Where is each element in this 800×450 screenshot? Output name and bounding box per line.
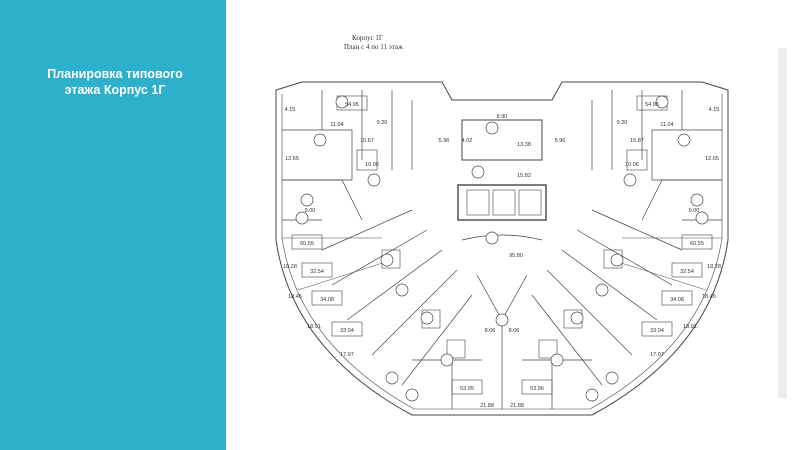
area-label-a-11-04-r: 11.04 bbox=[660, 122, 673, 128]
scrollbar[interactable] bbox=[778, 48, 787, 398]
area-label-a-34-08-r: 34.08 bbox=[670, 297, 684, 303]
area-label-a-11-04-l: 11.04 bbox=[330, 122, 343, 128]
elevator-core bbox=[457, 184, 547, 221]
area-label-a-5-96-l: 5.96 bbox=[439, 138, 450, 144]
area-label-a-33-04-l: 33.04 bbox=[340, 328, 354, 334]
area-label-a-53-96-r: 53.96 bbox=[530, 386, 544, 392]
area-label-a-12-65-l: 12.65 bbox=[285, 156, 299, 162]
area-label-a-60-55-l: 60.55 bbox=[300, 241, 314, 247]
area-label-a-8-06-r: 8.06 bbox=[509, 328, 520, 334]
slide-title-line2: этажа Корпус 1Г bbox=[64, 83, 166, 97]
slide-title: Планировка типового этажа Корпус 1Г bbox=[20, 66, 210, 98]
area-label-a-9-20-l: 9.20 bbox=[377, 120, 388, 126]
area-label-a-8-06-l: 8.06 bbox=[485, 328, 496, 334]
area-label-a-9-20-r: 9.20 bbox=[617, 120, 628, 126]
area-label-a-60-55-r: 60.55 bbox=[690, 241, 704, 247]
area-label-a-54-95-l: 54.95 bbox=[345, 102, 359, 108]
area-label-a-4-15-r: 4.15 bbox=[709, 107, 720, 113]
area-label-a-4-02: 4.02 bbox=[462, 138, 473, 144]
area-label-a-12-65-r: 12.65 bbox=[705, 156, 719, 162]
area-label-a-13-38: 13.38 bbox=[517, 142, 531, 148]
area-label-a-9-00-r: 9.00 bbox=[689, 208, 700, 214]
area-label-a-18-28-l: 18.28 bbox=[283, 264, 297, 270]
area-label-a-18-28-r: 18.28 bbox=[707, 264, 721, 270]
area-label-a-33-04-r: 33.04 bbox=[650, 328, 664, 334]
plan-floors-label: План с 4 по 11 этаж bbox=[344, 43, 403, 51]
room-markers bbox=[295, 95, 709, 402]
area-label-a-34-08-l: 34.08 bbox=[320, 297, 334, 303]
area-label-a-18-91-l: 18.91 bbox=[307, 324, 321, 330]
area-label-a-18-45-l: 18.45 bbox=[288, 294, 302, 300]
area-label-a-17-97-l: 17.97 bbox=[340, 352, 354, 358]
plan-building-label: Корпус 1Г bbox=[352, 34, 383, 42]
area-label-a-54-95-r: 54.95 bbox=[645, 102, 659, 108]
area-label-a-9-00-l: 9.00 bbox=[305, 208, 316, 214]
area-label-a-53-95-l: 53.95 bbox=[460, 386, 474, 392]
area-label-a-21-88-l: 21.88 bbox=[480, 403, 494, 409]
area-label-a-18-91-r: 18.91 bbox=[683, 324, 697, 330]
area-label-a-10-06-l: 10.06 bbox=[365, 162, 379, 168]
area-label-a-17-97-r: 17.97 bbox=[650, 352, 664, 358]
title-panel: Планировка типового этажа Корпус 1Г bbox=[0, 0, 226, 450]
area-label-a-32-54-r: 32.54 bbox=[680, 269, 694, 275]
area-label-a-32-54-l: 32.54 bbox=[310, 269, 324, 275]
plan-area-labels: 54.95 54.95 11.04 11.04 12.65 12.65 60.55 60.55… bbox=[283, 102, 721, 409]
area-label-a-15-67-r: 15.87 bbox=[630, 138, 644, 144]
area-label-a-18-45-r: 18.45 bbox=[702, 294, 716, 300]
slide-title-line1: Планировка типового bbox=[47, 67, 183, 81]
area-label-a-95-80: 95.80 bbox=[509, 253, 523, 259]
area-label-a-8-90: 8.90 bbox=[497, 114, 508, 120]
floor-plan-drawing: 54.95 54.95 11.04 11.04 12.65 12.65 60.55 60.55… bbox=[275, 81, 729, 416]
plan-outer-wall bbox=[275, 81, 729, 416]
area-label-a-10-06-r: 10.06 bbox=[625, 162, 639, 168]
floor-plan: 54.95 54.95 11.04 11.04 12.65 12.65 60.55 60.55… bbox=[262, 60, 742, 430]
area-label-a-15-82: 15.82 bbox=[517, 173, 531, 179]
area-label-a-15-67-l: 15.67 bbox=[360, 138, 374, 144]
area-label-a-21-88-r: 21.88 bbox=[510, 403, 524, 409]
stair-core bbox=[461, 119, 543, 161]
area-label-a-5-96-r: 5.96 bbox=[555, 138, 566, 144]
plan-header: Корпус 1Г План с 4 по 11 этаж bbox=[330, 34, 450, 52]
area-label-a-4-15-l: 4.15 bbox=[285, 107, 296, 113]
